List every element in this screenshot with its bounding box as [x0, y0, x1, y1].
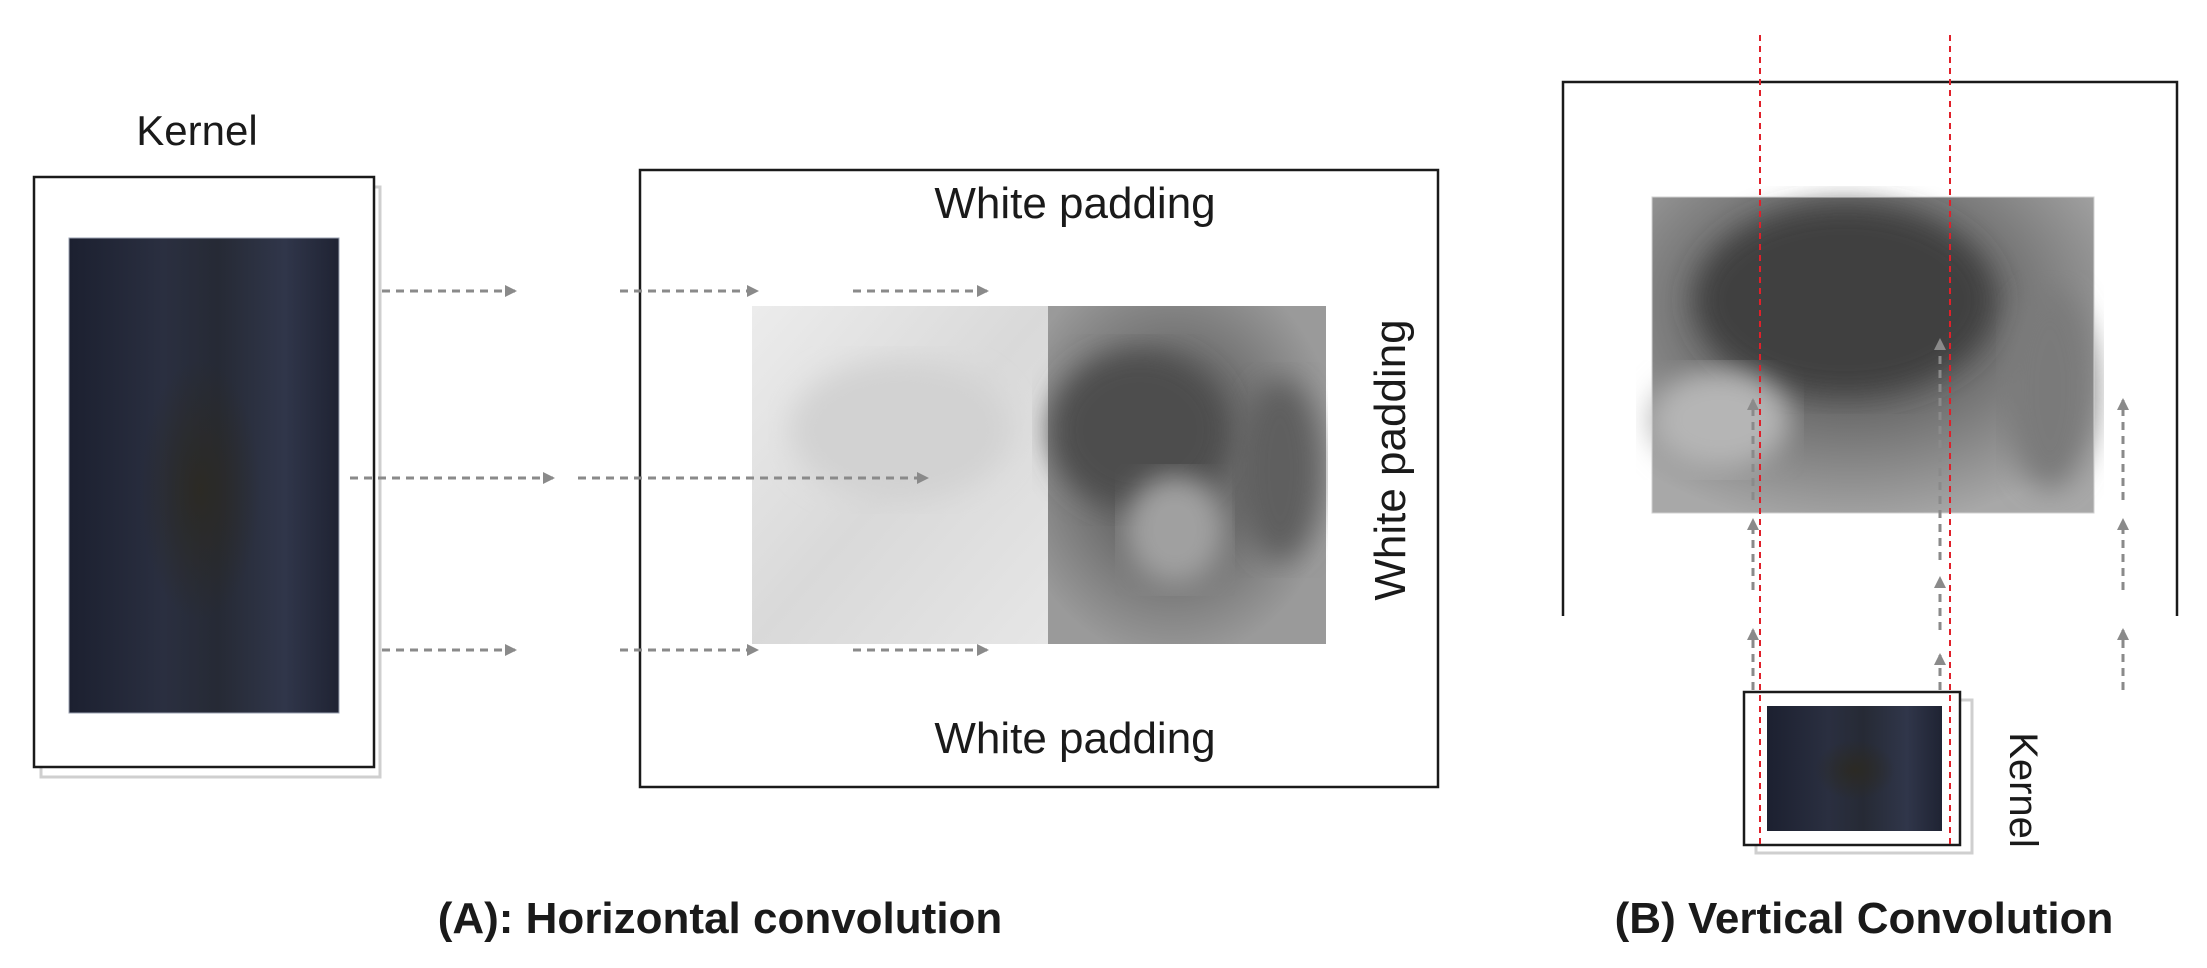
panel-b-caption: (B) Vertical Convolution	[1615, 894, 2114, 943]
panel-a-horizontal-convolution: Kernel White padding White padding White…	[32, 107, 1440, 943]
panel-a-eye-image	[1048, 306, 1326, 644]
panel-b-padding-frame	[1561, 80, 2179, 616]
panel-a-kernel-label: Kernel	[136, 107, 257, 154]
panel-b-eye-image	[1650, 196, 2095, 514]
panel-a-kernel-image	[68, 237, 340, 714]
panel-a-padded-image-region	[752, 306, 1048, 644]
panel-a-right-padding-label: White padding	[1366, 319, 1415, 600]
panel-a-bottom-padding-label: White padding	[934, 714, 1215, 763]
panel-a-top-padding-label: White padding	[934, 179, 1215, 228]
panel-b-kernel-label: Kernel	[2001, 732, 2045, 848]
panel-b-kernel-image	[1767, 706, 1942, 831]
panel-b-guide-lines	[1759, 35, 1951, 845]
panel-b-arrows	[1747, 338, 2129, 690]
panel-b-vertical-convolution: Kernel (B) Vertical Convolution	[1561, 35, 2179, 943]
panel-a-caption: (A): Horizontal convolution	[438, 894, 1003, 943]
